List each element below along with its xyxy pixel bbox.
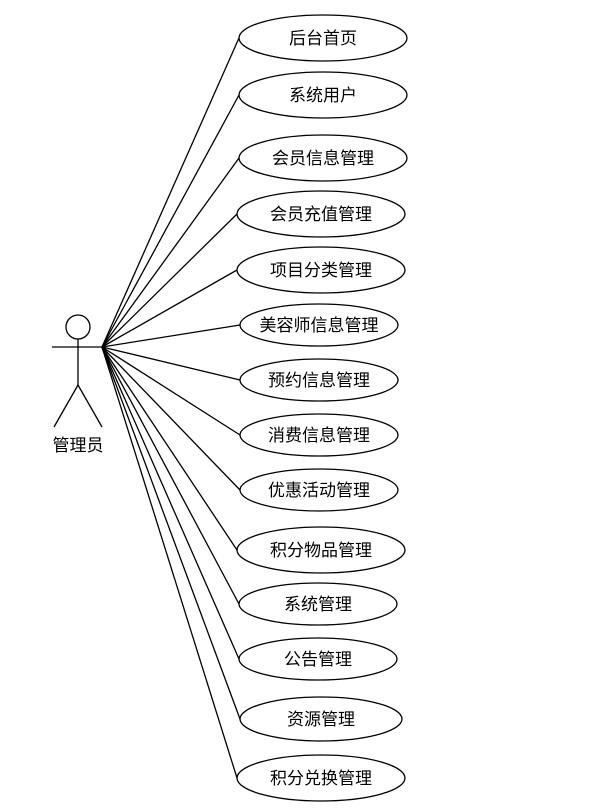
use-case: 项目分类管理 — [236, 246, 406, 294]
use-case-ellipse — [236, 190, 406, 238]
use-case: 资源管理 — [239, 696, 403, 742]
association-line — [101, 157, 240, 348]
use-case-label: 系统用户 — [289, 86, 357, 106]
association-line — [101, 346, 241, 436]
association-line — [101, 346, 238, 779]
association-line — [101, 346, 241, 491]
association-line — [101, 94, 240, 348]
use-case: 会员信息管理 — [238, 134, 408, 182]
use-case: 系统管理 — [238, 582, 398, 626]
use-case: 会员充值管理 — [236, 190, 406, 238]
association-line — [101, 213, 238, 348]
use-case-ellipse — [238, 14, 408, 62]
use-case-ellipse — [238, 71, 408, 119]
use-case: 公告管理 — [238, 637, 398, 681]
use-case-label: 系统管理 — [284, 595, 352, 615]
use-case-label: 资源管理 — [287, 710, 355, 730]
association-lines — [101, 37, 241, 779]
use-case-ellipse — [236, 754, 406, 802]
actor-left-leg — [53, 384, 79, 428]
use-case-label: 消费信息管理 — [268, 426, 370, 446]
use-case-label: 积分物品管理 — [270, 541, 372, 561]
use-case-label: 积分兑换管理 — [270, 769, 372, 789]
use-case: 积分兑换管理 — [236, 754, 406, 802]
use-case-ellipse — [239, 358, 399, 402]
use-case-label: 美容师信息管理 — [260, 316, 379, 336]
use-case-ellipse — [239, 696, 403, 742]
use-case: 系统用户 — [238, 71, 408, 119]
use-case-label: 优惠活动管理 — [268, 481, 370, 501]
use-case-ellipse — [236, 246, 406, 294]
actor-right-leg — [77, 384, 103, 428]
association-line — [101, 269, 238, 348]
use-case: 后台首页 — [238, 14, 408, 62]
use-case-group: 后台首页系统用户会员信息管理会员充值管理项目分类管理美容师信息管理预约信息管理消… — [236, 14, 408, 802]
use-case-label: 会员信息管理 — [272, 149, 374, 169]
use-case: 优惠活动管理 — [239, 468, 399, 512]
association-line — [101, 346, 240, 605]
association-line — [101, 346, 238, 551]
association-line — [101, 346, 241, 720]
use-case: 美容师信息管理 — [239, 303, 399, 347]
use-case-ellipse — [238, 582, 398, 626]
use-case-ellipse — [238, 637, 398, 681]
use-case-ellipse — [239, 413, 399, 457]
actor-head — [65, 314, 91, 340]
use-case-label: 会员充值管理 — [270, 205, 372, 225]
association-line — [101, 324, 241, 348]
association-line — [101, 346, 240, 660]
use-case-label: 项目分类管理 — [270, 261, 372, 281]
use-case: 预约信息管理 — [239, 358, 399, 402]
association-line — [101, 37, 240, 348]
use-case-ellipse — [236, 526, 406, 574]
use-case-ellipse — [239, 468, 399, 512]
use-case-ellipse — [238, 134, 408, 182]
use-case-label: 后台首页 — [289, 29, 357, 49]
actor-administrator: 管理员 — [52, 314, 104, 456]
use-case: 消费信息管理 — [239, 413, 399, 457]
use-case-ellipse — [239, 303, 399, 347]
use-case-label: 公告管理 — [284, 650, 352, 670]
use-case: 积分物品管理 — [236, 526, 406, 574]
association-line — [101, 346, 241, 381]
use-case-label: 预约信息管理 — [268, 371, 370, 391]
actor-name: 管理员 — [53, 436, 104, 456]
